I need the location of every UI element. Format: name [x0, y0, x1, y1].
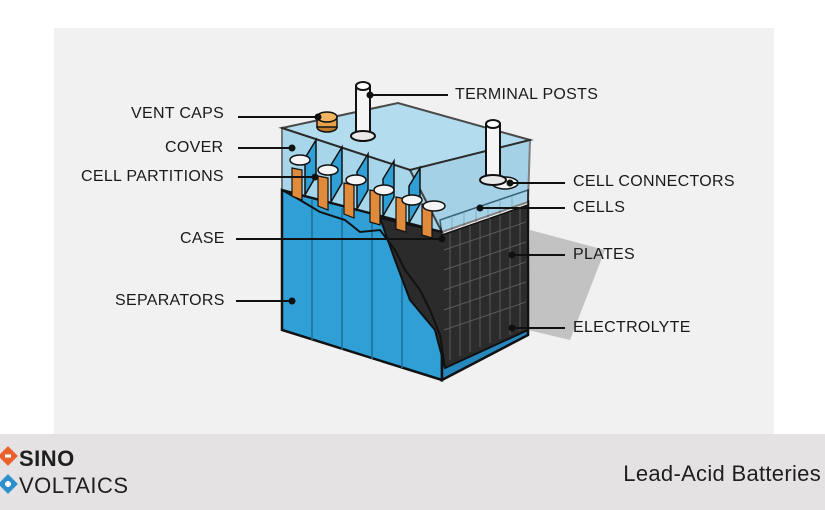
label-cell-partitions: CELL PARTITIONS — [81, 168, 224, 185]
label-cell-connectors: CELL CONNECTORS — [573, 173, 735, 190]
battery-shadow — [528, 230, 605, 340]
label-plates: PLATES — [573, 246, 635, 263]
battery-illustration — [236, 81, 605, 383]
vent-cap — [316, 111, 338, 133]
leader-lines-right — [366, 91, 565, 332]
label-vent-caps: VENT CAPS — [131, 105, 225, 122]
brand-logo-icon — [0, 446, 18, 494]
brand-name-line1: SINO — [19, 446, 75, 471]
label-cover: COVER — [165, 139, 224, 156]
footer-title: Lead-Acid Batteries — [623, 461, 821, 486]
terminal-posts — [350, 81, 507, 186]
label-cells: CELLS — [573, 199, 626, 216]
leader-lines-left — [236, 113, 446, 305]
label-separators: SEPARATORS — [115, 292, 225, 309]
label-electrolyte: ELECTROLYTE — [573, 319, 691, 336]
footer-bar — [0, 434, 825, 510]
brand-name-line2: VOLTAICS — [19, 473, 129, 498]
label-terminal-posts: TERMINAL POSTS — [455, 86, 599, 103]
label-case: CASE — [180, 230, 225, 247]
